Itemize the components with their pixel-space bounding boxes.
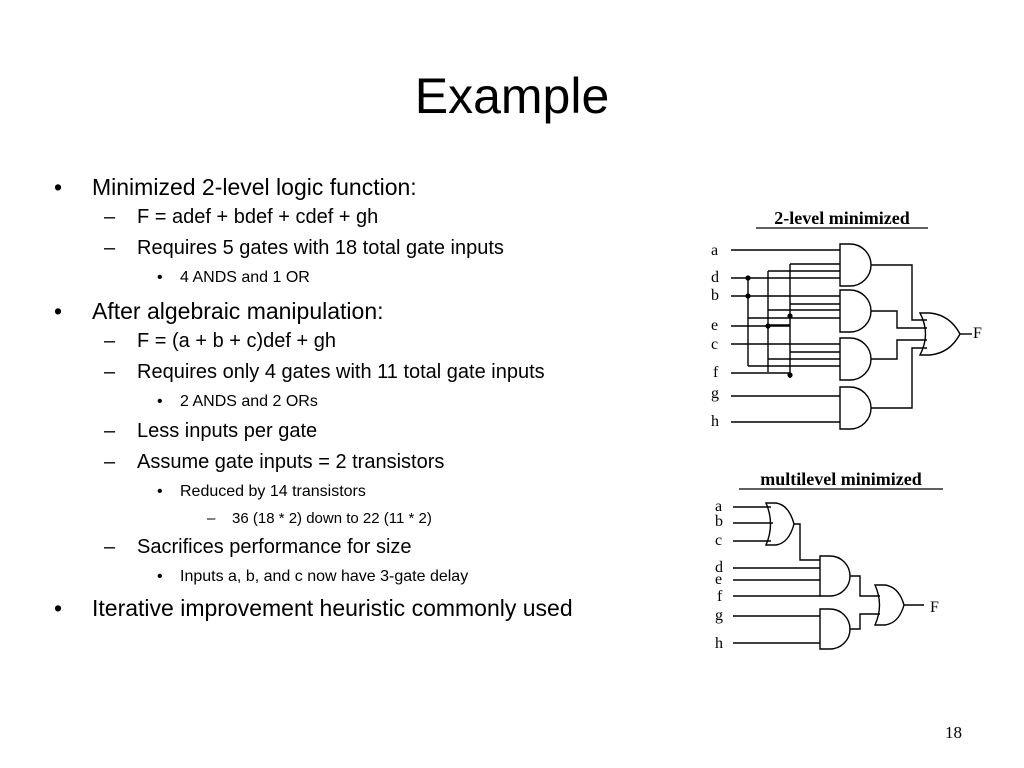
bullet-text: 36 (18 * 2) down to 22 (11 * 2) — [232, 510, 432, 527]
input-label-e: e — [715, 571, 722, 588]
input-label-d: d — [711, 269, 719, 286]
multilevel-circuit: multilevel minimized a b c d e f g h F — [715, 469, 943, 652]
bullet-item: • 2 ANDS and 2 ORs — [54, 388, 654, 416]
bullet-text: Requires only 4 gates with 11 total gate… — [137, 361, 545, 383]
input-label-c: c — [711, 336, 718, 353]
bullet-item: • After algebraic manipulation: — [54, 296, 654, 326]
junction-dot — [765, 323, 771, 329]
bullet-marker: – — [104, 206, 116, 228]
bullet-marker: – — [207, 510, 216, 527]
bullet-marker: • — [54, 595, 63, 621]
bullet-text: Requires 5 gates with 18 total gate inpu… — [137, 237, 504, 259]
bullet-marker: – — [104, 451, 116, 473]
bullet-item: – 36 (18 * 2) down to 22 (11 * 2) — [54, 506, 654, 532]
bullet-marker: • — [157, 393, 163, 410]
bullet-marker: • — [157, 269, 163, 286]
and-gate-4 — [839, 386, 872, 430]
input-label-g: g — [711, 385, 719, 402]
page-number: 18 — [945, 723, 962, 742]
bullet-marker: • — [157, 568, 163, 585]
bullet-marker: – — [104, 420, 116, 442]
junction-dot — [745, 275, 751, 281]
bullet-item: – Assume gate inputs = 2 transistors — [54, 447, 654, 478]
input-label-d: d — [715, 559, 723, 576]
two-level-circuit: 2-level minimized a d b e c f g h F — [711, 208, 982, 430]
bullet-item: • Reduced by 14 transistors — [54, 478, 654, 506]
bullet-item: – Sacrifices performance for size — [54, 532, 654, 563]
input-label-g: g — [715, 607, 723, 624]
or-gate-abc — [764, 502, 795, 546]
bullet-text: F = adef + bdef + cdef + gh — [137, 206, 379, 228]
bullet-text: 2 ANDS and 2 ORs — [180, 393, 318, 410]
and-gate-abcdef — [819, 555, 851, 597]
bullet-list: • Minimized 2-level logic function: – F … — [54, 172, 654, 621]
output-label-f: F — [973, 325, 982, 342]
input-label-b: b — [711, 287, 719, 304]
junction-dot — [787, 372, 793, 378]
bullet-item: • Iterative improvement heuristic common… — [54, 595, 612, 621]
bullet-marker: • — [54, 298, 63, 324]
input-label-f: f — [713, 364, 719, 381]
bullet-marker: – — [104, 536, 116, 558]
input-label-b: b — [715, 513, 723, 530]
bullet-item: • Inputs a, b, and c now have 3-gate del… — [54, 563, 654, 591]
bullet-text: Inputs a, b, and c now have 3-gate delay — [180, 568, 469, 585]
and-gate-gh — [819, 608, 851, 650]
bullet-text: Iterative improvement heuristic commonly… — [92, 595, 573, 621]
bullet-text: Sacrifices performance for size — [137, 536, 412, 558]
or-gate-output — [873, 584, 905, 626]
junction-dot — [745, 293, 751, 299]
bottom-diagram-title: multilevel minimized — [760, 469, 921, 489]
input-label-h: h — [715, 635, 723, 652]
bullet-marker: – — [104, 237, 116, 259]
input-label-f: f — [717, 588, 723, 605]
bullet-item: – Requires 5 gates with 18 total gate in… — [54, 233, 654, 264]
bullet-item: – F = (a + b + c)def + gh — [54, 326, 654, 357]
input-label-a: a — [711, 242, 718, 259]
bullet-text: Minimized 2-level logic function: — [92, 174, 417, 200]
bullet-marker: – — [104, 330, 116, 352]
bullet-marker: • — [157, 483, 163, 500]
bullet-text: Assume gate inputs = 2 transistors — [137, 451, 445, 473]
bullet-text: Reduced by 14 transistors — [180, 483, 366, 500]
input-label-a: a — [715, 498, 722, 515]
bullet-item: – Less inputs per gate — [54, 416, 654, 447]
and-gate-3 — [839, 337, 872, 381]
and-gate-2 — [839, 289, 872, 333]
bullet-marker: • — [54, 174, 63, 200]
or-gate-output — [918, 312, 961, 356]
junction-dot — [787, 313, 793, 319]
input-label-c: c — [715, 532, 722, 549]
output-label-f: F — [930, 599, 939, 616]
and-gate-1 — [839, 243, 872, 287]
input-label-e: e — [711, 317, 718, 334]
bullet-text: Less inputs per gate — [137, 420, 318, 442]
bullet-text: F = (a + b + c)def + gh — [137, 330, 337, 352]
slide-title: Example — [414, 68, 610, 124]
bullet-item: – Requires only 4 gates with 11 total ga… — [54, 357, 654, 388]
top-diagram-title: 2-level minimized — [774, 208, 909, 228]
bullet-item: – F = adef + bdef + cdef + gh — [54, 202, 654, 233]
bullet-marker: – — [104, 361, 116, 383]
bullet-item: • Minimized 2-level logic function: — [54, 172, 654, 202]
bullet-text: After algebraic manipulation: — [92, 298, 384, 324]
input-label-h: h — [711, 413, 719, 430]
bullet-text: 4 ANDS and 1 OR — [180, 269, 310, 286]
bullet-item: • 4 ANDS and 1 OR — [54, 264, 654, 292]
